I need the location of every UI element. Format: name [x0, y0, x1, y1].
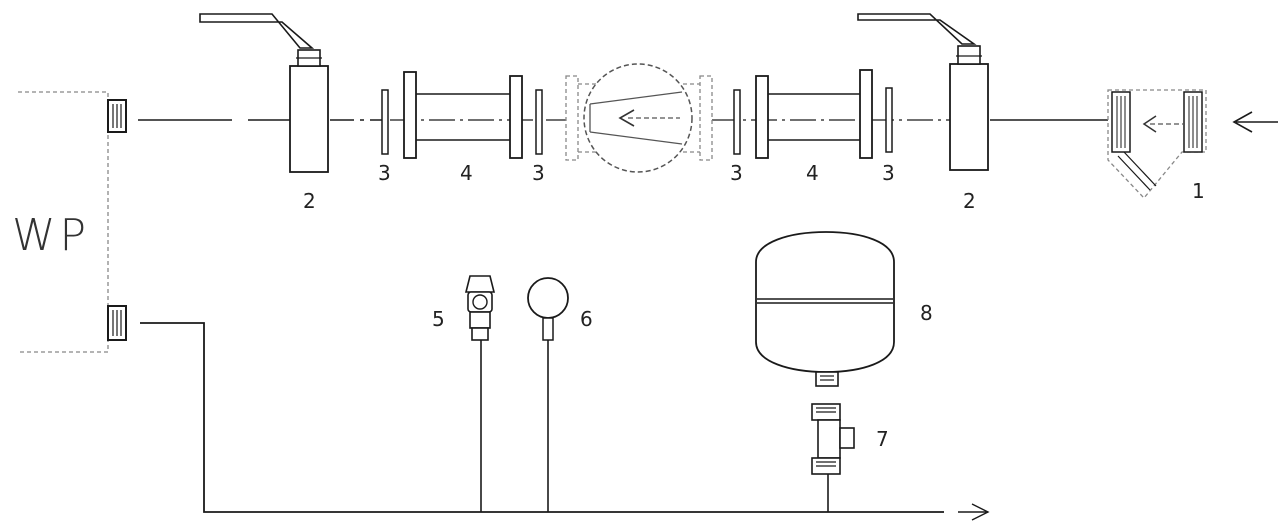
flow-out-arrow-right-icon: [958, 503, 990, 521]
shutoff-valve-left: 2: [199, 13, 329, 213]
label-gasket-4: 3: [882, 161, 895, 185]
label-pressure-gauge: 6: [580, 307, 593, 331]
label-expansion-vessel: 8: [920, 301, 933, 325]
heat-pump-label: WP: [12, 210, 90, 261]
expansion-vessel: 8: [755, 231, 933, 387]
label-safety-valve: 5: [432, 307, 445, 331]
safety-valve: 5: [432, 275, 496, 512]
pressure-gauge: 6: [527, 277, 593, 512]
label-cap-valve: 7: [876, 427, 889, 451]
heat-pump-unit: WP: [12, 91, 127, 353]
strainer: 1: [1107, 89, 1207, 203]
cap-valve: 7: [811, 403, 889, 512]
return-line: [140, 322, 944, 513]
label-gasket-3: 3: [730, 161, 743, 185]
gasket-2: 3: [532, 89, 545, 185]
gasket-3: 3: [730, 89, 743, 185]
spool-piece-right: 4: [755, 69, 873, 185]
circulation-pump: [565, 63, 713, 173]
valve-handle-right: [857, 13, 977, 45]
gasket-4: 3: [882, 87, 895, 185]
label-shutoff-valve-right: 2: [963, 189, 976, 213]
label-shutoff-valve-left: 2: [303, 189, 316, 213]
label-spool-piece-left: 4: [460, 161, 473, 185]
shutoff-valve-right: 2: [857, 13, 989, 213]
label-gasket-2: 3: [532, 161, 545, 185]
valve-handle-left: [199, 13, 315, 49]
label-spool-piece-right: 4: [806, 161, 819, 185]
strainer-direction-arrow-left-icon: [1142, 115, 1184, 133]
spool-piece-left: 4: [403, 71, 523, 185]
gasket-1: 3: [378, 89, 391, 185]
pump-direction-arrow-left-icon: [618, 109, 680, 127]
label-gasket-1: 3: [378, 161, 391, 185]
label-strainer: 1: [1192, 179, 1205, 203]
flow-in-arrow-left-icon: [1232, 111, 1278, 133]
